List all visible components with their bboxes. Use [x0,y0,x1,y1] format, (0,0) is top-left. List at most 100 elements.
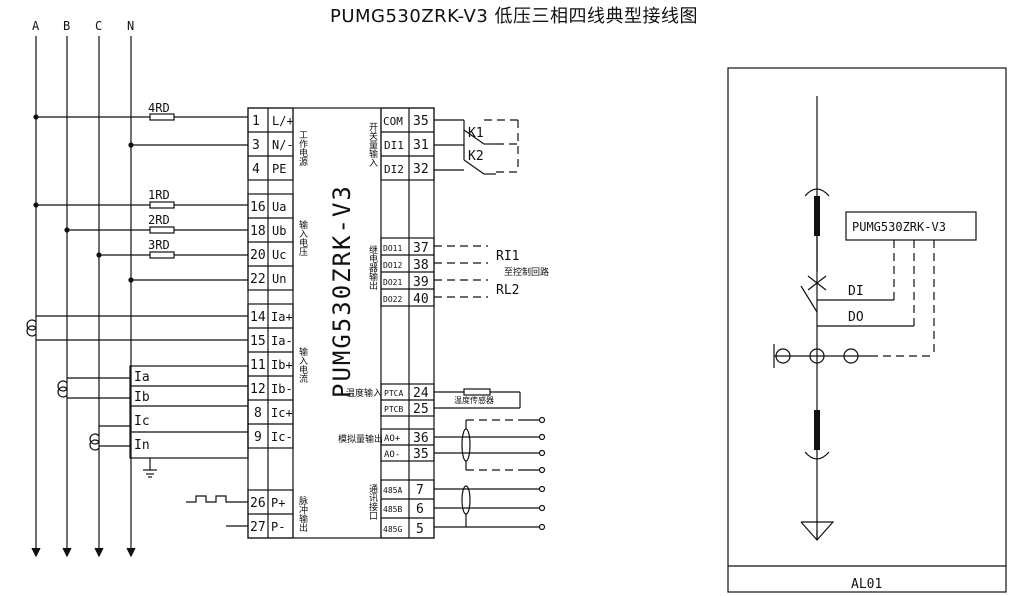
supply-wiring [33,113,248,283]
fuse-label-4rd: 4RD [148,101,170,115]
terminal-label-485b: 485B [383,505,402,514]
svg-text:工作电源: 工作电源 [297,130,308,167]
terminal-num-37: 37 [413,241,429,256]
phase-label-a: A [32,19,40,33]
terminal-label-ib-plus: Ib+ [271,358,293,372]
label-current: 输入电流 [297,346,308,384]
schematic-device-label: PUMG530ZRK-V3 [852,220,946,234]
control-loop-label: 至控制回路 [504,266,549,278]
terminal-label-ib-minus: Ib- [271,382,293,396]
terminal-label-un: Un [272,272,286,286]
ct-label-ib: Ib [134,390,150,405]
label-temp: 温度输入 [346,387,382,399]
fuse-label-1rd: 1RD [148,188,170,202]
terminal-num-4: 4 [252,162,260,177]
fuse-label-2rd: 2RD [148,213,170,227]
terminal-num-20: 20 [250,248,266,263]
terminal-label-com: COM [383,115,403,128]
terminal-num-18: 18 [250,224,266,239]
svg-text:脉冲输出: 脉冲输出 [297,495,308,533]
terminal-label-di2: DI2 [384,163,404,176]
label-power: 工作电源 [297,130,308,167]
terminal-label-do12: DO12 [383,261,402,270]
terminal-label-ia-minus: Ia- [271,334,293,348]
label-relay: 继电器输出 [367,244,378,291]
terminal-num-25: 25 [413,402,429,417]
terminal-num-35-ao: 35 [413,447,429,462]
terminal-num-8: 8 [254,406,262,421]
terminal-label-ic-minus: Ic- [271,430,293,444]
relay-label-rl2: RL2 [496,283,519,298]
phase-label-n: N [127,19,134,33]
terminal-num-32: 32 [413,162,429,177]
terminal-num-7: 7 [416,483,424,498]
terminal-num-26: 26 [250,496,266,511]
terminal-label-ub: Ub [272,224,286,238]
terminal-num-11: 11 [250,358,266,373]
right-terminal-block [380,107,435,539]
terminal-label-ao-plus: AO+ [384,434,401,444]
label-voltage: 输入电压 [297,219,308,257]
terminal-label-ptcb: PTCB [384,405,403,414]
comm-wiring [434,485,546,531]
svg-text:通讯接口: 通讯接口 [367,484,378,520]
terminal-label-p-minus: P- [271,520,285,534]
terminal-label-ptca: PTCA [384,389,403,398]
label-switch-input: 开关量输入 [367,122,378,167]
switch-label-k1: K1 [468,126,484,141]
phase-bus-lines [31,36,136,558]
terminal-num-6: 6 [416,502,424,517]
terminal-num-9: 9 [254,430,262,445]
terminal-label-485g: 485G [383,525,402,534]
terminal-label-do21: DO21 [383,278,402,287]
terminal-num-5: 5 [416,522,424,537]
relay-label-ri1: RI1 [496,249,519,264]
label-pulse: 脉冲输出 [297,495,308,533]
terminal-label-do11: DO11 [383,244,402,253]
ct-label-ic: Ic [134,414,150,429]
terminal-num-39: 39 [413,275,429,290]
terminal-label-pe: PE [272,162,286,176]
fuse-label-3rd: 3RD [148,238,170,252]
terminal-num-31: 31 [413,138,429,153]
schematic-di-label: DI [848,284,864,299]
terminal-num-36: 36 [413,431,429,446]
terminal-num-27: 27 [250,520,266,535]
phase-label-c: C [95,19,102,33]
phase-label-b: B [63,19,70,33]
ct-wiring [26,315,249,478]
terminal-label-l: L/+ [272,114,294,128]
terminal-label-ao-minus: AO- [384,450,400,460]
temp-sensor-wiring [434,388,521,409]
ct-label-ia: Ia [134,370,150,385]
terminal-label-485a: 485A [383,486,402,495]
terminal-num-1: 1 [252,114,260,129]
temp-sensor-label: 温度传感器 [454,395,494,405]
terminal-num-15: 15 [250,334,266,349]
ct-label-in: In [134,438,150,453]
svg-text:输入电压: 输入电压 [297,219,308,257]
terminal-num-12: 12 [250,382,266,397]
terminal-num-16: 16 [250,200,266,215]
terminal-num-14: 14 [250,310,266,325]
switch-input-wiring [434,119,519,175]
terminal-num-40: 40 [413,292,429,307]
terminal-num-3: 3 [252,138,260,153]
pulse-wiring [186,495,248,527]
relay-output-wiring [434,245,488,298]
terminal-label-n: N/- [272,138,294,152]
device-model-label: PUMG530ZRK-V3 [328,184,356,398]
terminal-label-ua: Ua [272,200,286,214]
terminal-num-24: 24 [413,386,429,401]
terminal-label-ia-plus: Ia+ [271,310,293,324]
switch-label-k2: K2 [468,149,484,164]
svg-text:开关量输入: 开关量输入 [367,122,378,167]
schematic-do-label: DO [848,310,864,325]
terminal-label-do22: DO22 [383,295,402,304]
label-analog: 模拟量输出 [338,433,383,445]
diagram-title: PUMG530ZRK-V3 低压三相四线典型接线图 [329,6,699,27]
terminal-label-uc: Uc [272,248,286,262]
label-comm: 通讯接口 [367,484,378,520]
terminal-label-ic-plus: Ic+ [271,406,293,420]
